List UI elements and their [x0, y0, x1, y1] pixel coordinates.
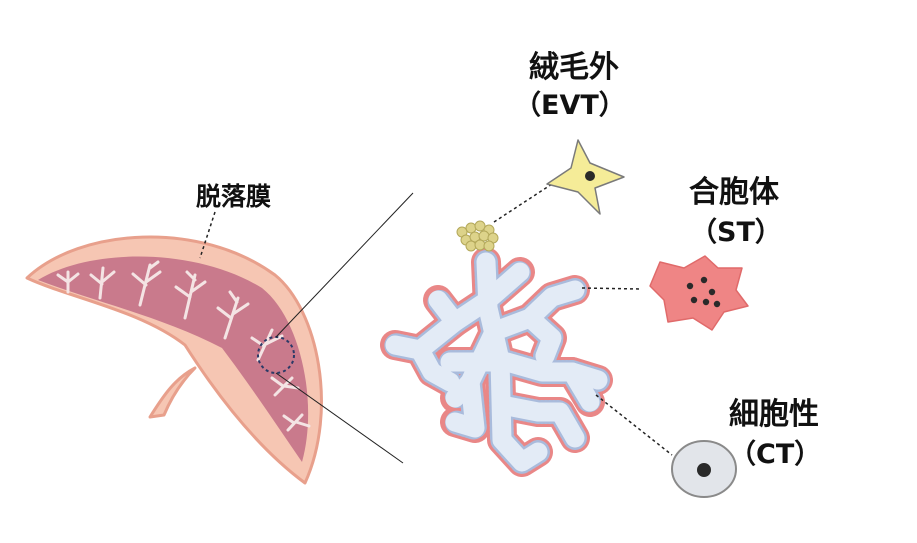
umbilical-cord	[148, 366, 197, 419]
ct-cell	[671, 440, 737, 498]
evt-label-abbr: （EVT）	[514, 90, 626, 121]
st-nuclei	[686, 276, 721, 308]
decidua-leader	[199, 211, 216, 259]
st-label-abbr: （ST）	[690, 217, 782, 248]
evt-cell	[546, 139, 625, 215]
ct-label-name: 細胞性	[729, 397, 819, 432]
ct-label-abbr: （CT）	[729, 439, 821, 470]
evt-cluster	[456, 220, 499, 252]
evt-nucleus	[585, 171, 595, 181]
decidua-label: 脱落膜	[196, 182, 271, 211]
placenta-crescent	[25, 235, 323, 485]
villus-tree	[380, 247, 613, 477]
cell-leaders	[493, 183, 673, 456]
zoom-lines	[275, 192, 414, 464]
evt-label-name: 絨毛外	[529, 50, 619, 85]
st-label-name: 合胞体	[689, 175, 780, 210]
ct-nucleus	[697, 463, 711, 477]
st-cell	[649, 255, 749, 331]
